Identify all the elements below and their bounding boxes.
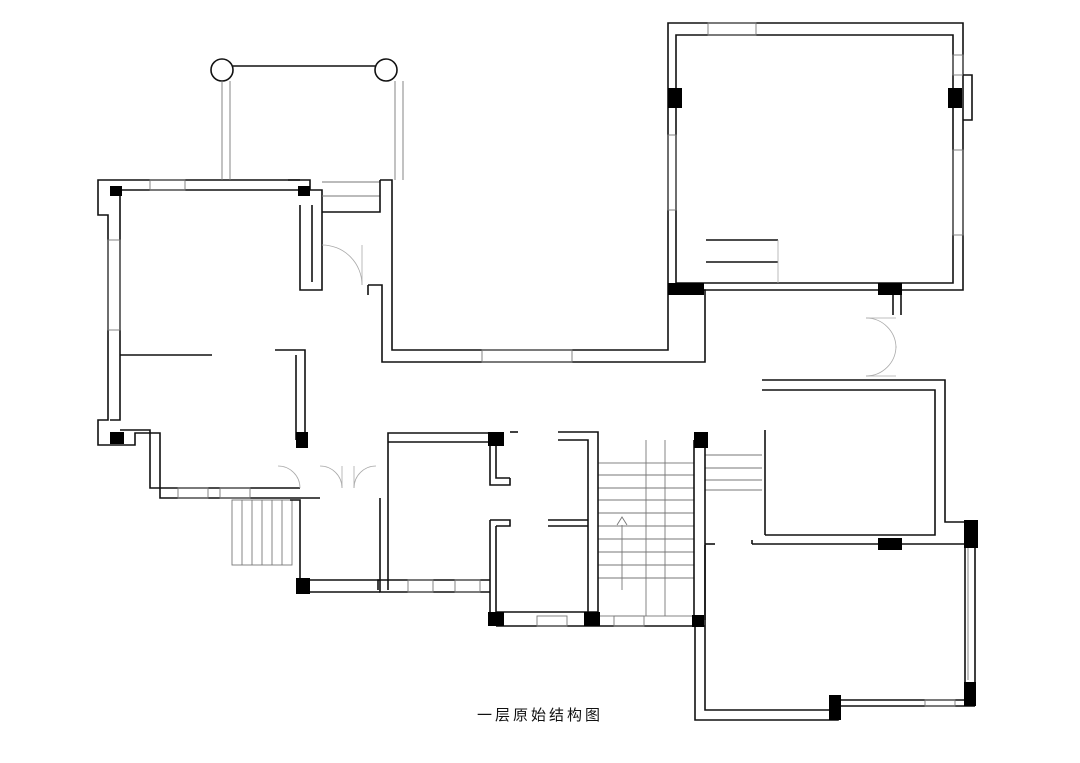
diagram-title: 一层原始结构图 bbox=[476, 706, 603, 724]
room-middle-right bbox=[751, 379, 965, 545]
room-center-bottom bbox=[377, 431, 705, 627]
door-right bbox=[865, 290, 902, 377]
room-top-left bbox=[97, 179, 323, 499]
center-corridor bbox=[321, 179, 706, 363]
entry-bottom-left bbox=[231, 465, 380, 593]
staircase bbox=[597, 440, 762, 620]
room-bottom-right bbox=[694, 522, 976, 721]
structural-columns bbox=[110, 88, 978, 720]
room-top-right bbox=[667, 22, 973, 291]
